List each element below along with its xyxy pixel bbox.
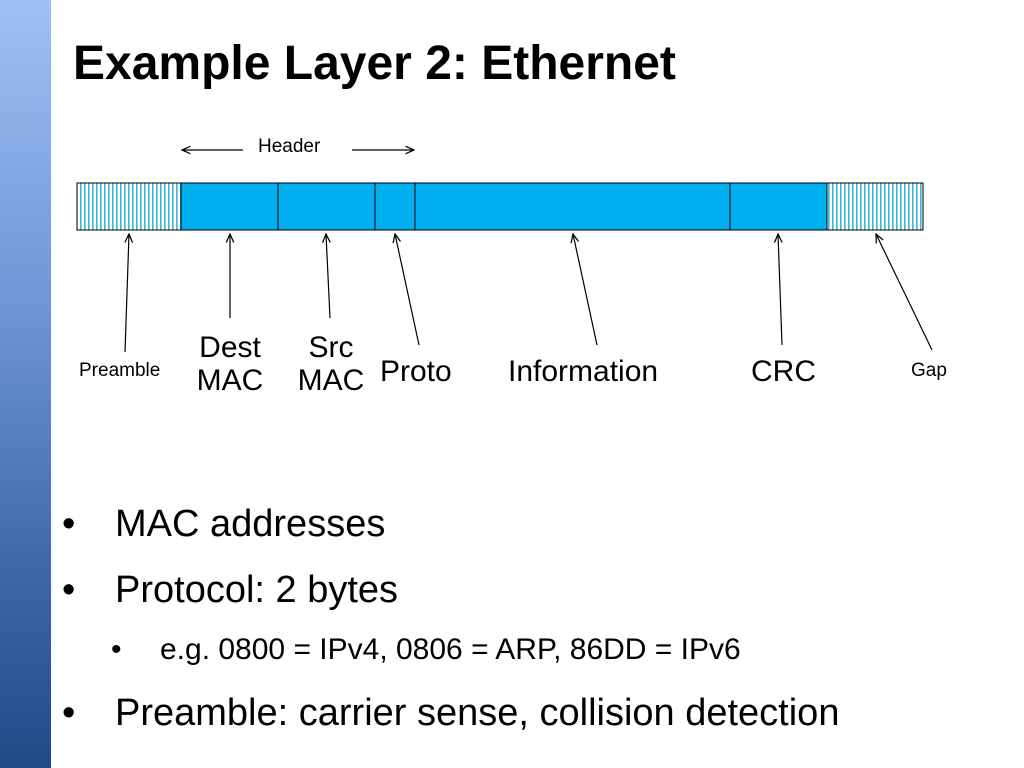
bullet-text: Protocol: 2 bytes bbox=[115, 569, 399, 611]
label-dest-mac: Dest MAC bbox=[194, 331, 266, 397]
pointer-preamble bbox=[125, 234, 129, 353]
label-src-mac-line2: MAC bbox=[297, 364, 365, 397]
bullet-marker: • bbox=[62, 503, 76, 545]
label-dest-mac-line1: Dest bbox=[199, 331, 261, 364]
decorative-sidebar bbox=[0, 0, 51, 768]
bullet-marker: • bbox=[111, 633, 122, 666]
label-proto: Proto bbox=[380, 355, 452, 388]
label-src-mac: Src MAC bbox=[294, 331, 368, 397]
label-src-mac-line1: Src bbox=[308, 331, 354, 364]
pointer-gap bbox=[876, 234, 933, 351]
field-src-mac bbox=[277, 182, 376, 231]
label-crc: CRC bbox=[751, 355, 816, 388]
pointer-information bbox=[573, 234, 598, 346]
field-crc bbox=[729, 182, 828, 231]
label-information: Information bbox=[508, 355, 659, 388]
label-preamble: Preamble bbox=[79, 360, 161, 381]
field-dest-mac bbox=[180, 182, 279, 231]
field-gap bbox=[826, 182, 924, 231]
label-dest-mac-line2: MAC bbox=[196, 364, 264, 397]
field-information bbox=[414, 182, 731, 231]
pointer-src-mac bbox=[326, 234, 330, 319]
slide-title: Example Layer 2: Ethernet bbox=[73, 37, 676, 90]
bullet-text: e.g. 0800 = IPv4, 0806 = ARP, 86DD = IPv… bbox=[160, 633, 741, 666]
bullet-marker: • bbox=[62, 692, 76, 734]
header-label: Header bbox=[258, 136, 321, 157]
label-gap: Gap bbox=[911, 360, 947, 381]
pointer-crc bbox=[778, 234, 782, 346]
bullet-text: Preamble: carrier sense, collision detec… bbox=[115, 692, 840, 734]
field-preamble bbox=[76, 182, 182, 231]
bullet-text: MAC addresses bbox=[115, 503, 386, 545]
field-proto bbox=[374, 182, 416, 231]
pointer-proto bbox=[395, 234, 420, 346]
bullet-marker: • bbox=[62, 569, 76, 611]
